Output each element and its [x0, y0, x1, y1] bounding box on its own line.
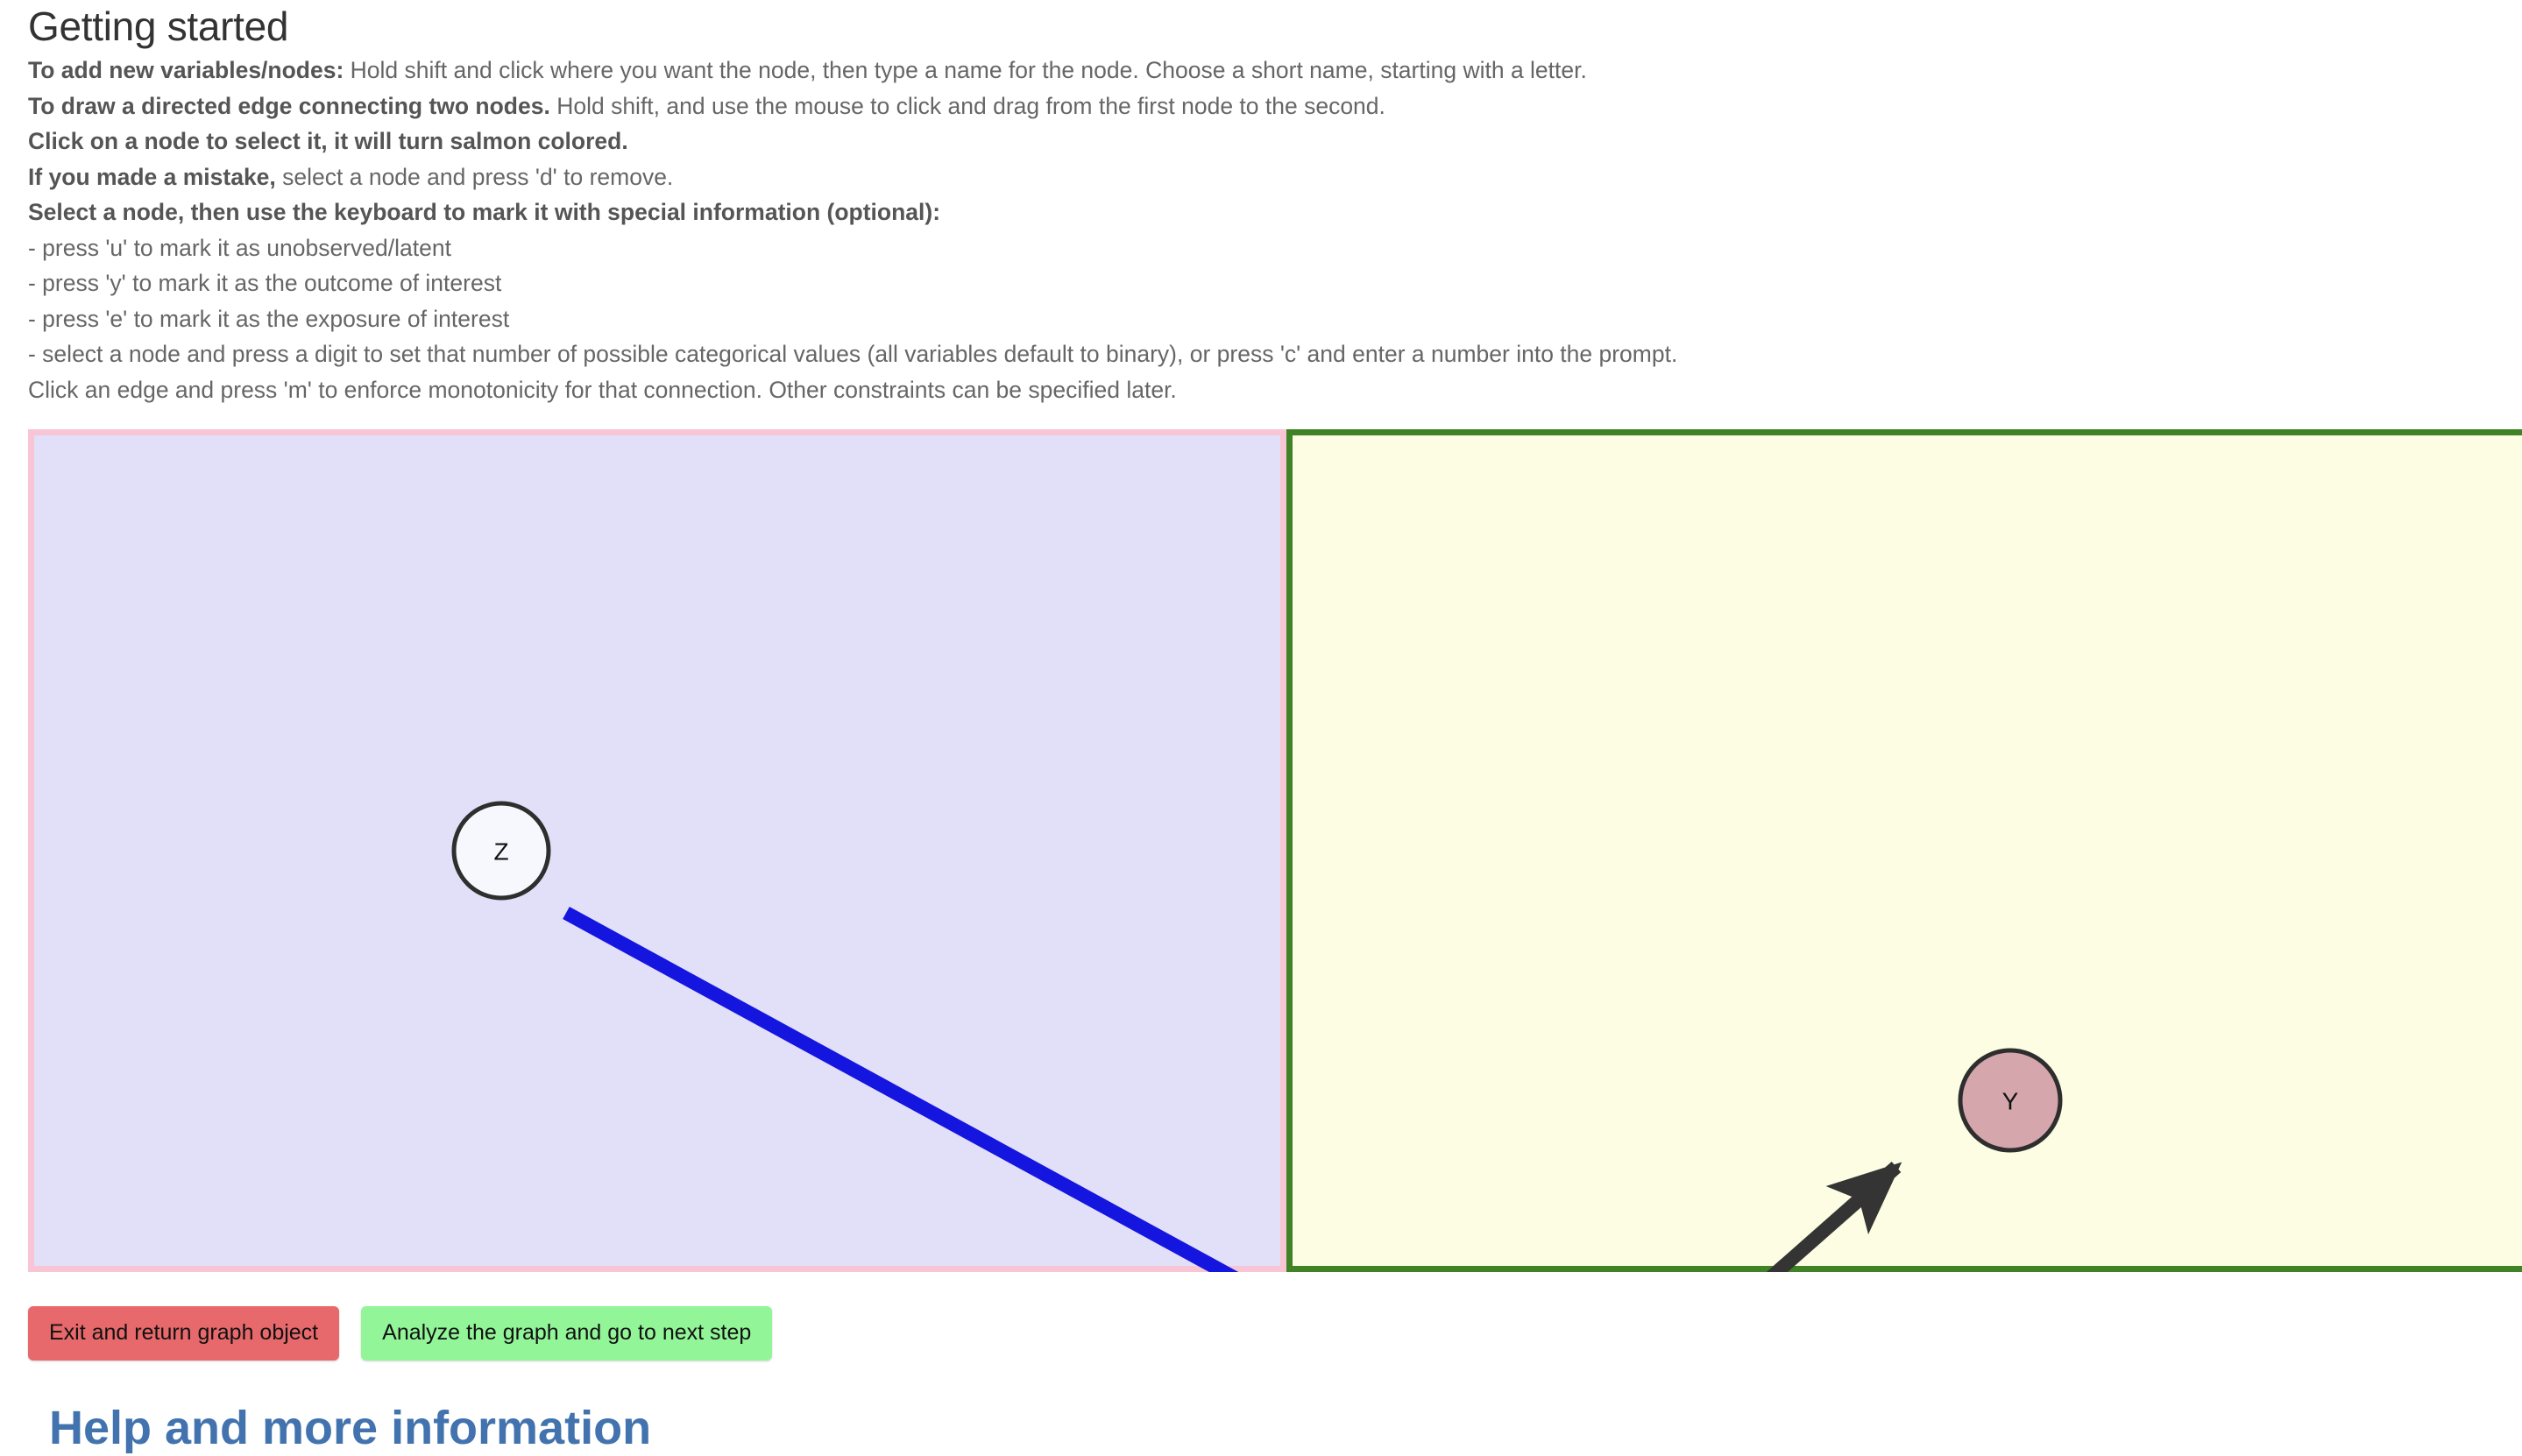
instruction-lead: To draw a directed edge connecting two n… [28, 92, 550, 119]
instruction-rest: Hold shift and click where you want the … [344, 57, 1587, 83]
instruction-line: Select a node, then use the keyboard to … [28, 194, 2447, 230]
graph-node-y[interactable]: Y [1958, 1048, 2063, 1153]
instruction-line: - press 'y' to mark it as the outcome of… [28, 265, 2447, 301]
instruction-lead: Select a node, then use the keyboard to … [28, 199, 941, 225]
instruction-line: Click an edge and press 'm' to enforce m… [28, 372, 2447, 408]
analyze-graph-next-step-button[interactable]: Analyze the graph and go to next step [361, 1306, 773, 1361]
help-and-more-information-heading: Help and more information [49, 1402, 652, 1454]
instruction-line: To draw a directed edge connecting two n… [28, 88, 2447, 124]
edge-z-to-x[interactable] [563, 906, 1437, 1272]
instruction-lead: Click on a node to select it, it will tu… [28, 128, 628, 154]
instruction-line: Click on a node to select it, it will tu… [28, 124, 2447, 159]
action-button-row: Exit and return graph object Analyze the… [28, 1306, 773, 1361]
instruction-rest: - select a node and press a digit to set… [28, 341, 1678, 367]
instruction-line: - press 'u' to mark it as unobserved/lat… [28, 230, 2447, 266]
page-title: Getting started [28, 4, 289, 49]
instruction-rest: - press 'y' to mark it as the outcome of… [28, 270, 502, 296]
instruction-rest: Hold shift, and use the mouse to click a… [549, 92, 1385, 119]
instruction-line: If you made a mistake, select a node and… [28, 159, 2447, 195]
instruction-lead: If you made a mistake, [28, 163, 276, 190]
edge-x-to-y[interactable] [1660, 1161, 1902, 1272]
instruction-line: To add new variables/nodes: Hold shift a… [28, 53, 2447, 88]
instruction-line: - press 'e' to mark it as the exposure o… [28, 301, 2447, 337]
instruction-lead: To add new variables/nodes: [28, 57, 344, 83]
instruction-rest: select a node and press 'd' to remove. [275, 163, 674, 190]
instruction-rest: - press 'e' to mark it as the exposure o… [28, 305, 510, 332]
left-region-panel[interactable] [28, 429, 1286, 1272]
instruction-rest: - press 'u' to mark it as unobserved/lat… [28, 234, 451, 261]
graph-canvas[interactable]: Z X Y [28, 429, 2522, 1272]
instruction-list: To add new variables/nodes: Hold shift a… [28, 53, 2447, 407]
instruction-line: - select a node and press a digit to set… [28, 336, 2447, 372]
instruction-rest: Click an edge and press 'm' to enforce m… [28, 376, 1177, 403]
graph-node-z[interactable]: Z [451, 801, 551, 901]
graph-svg[interactable]: Z X Y [28, 429, 2522, 1272]
instructions-block: Getting started To add new variables/nod… [28, 0, 2447, 407]
right-region-panel[interactable] [1286, 429, 2522, 1272]
exit-and-return-graph-object-button[interactable]: Exit and return graph object [28, 1306, 340, 1361]
